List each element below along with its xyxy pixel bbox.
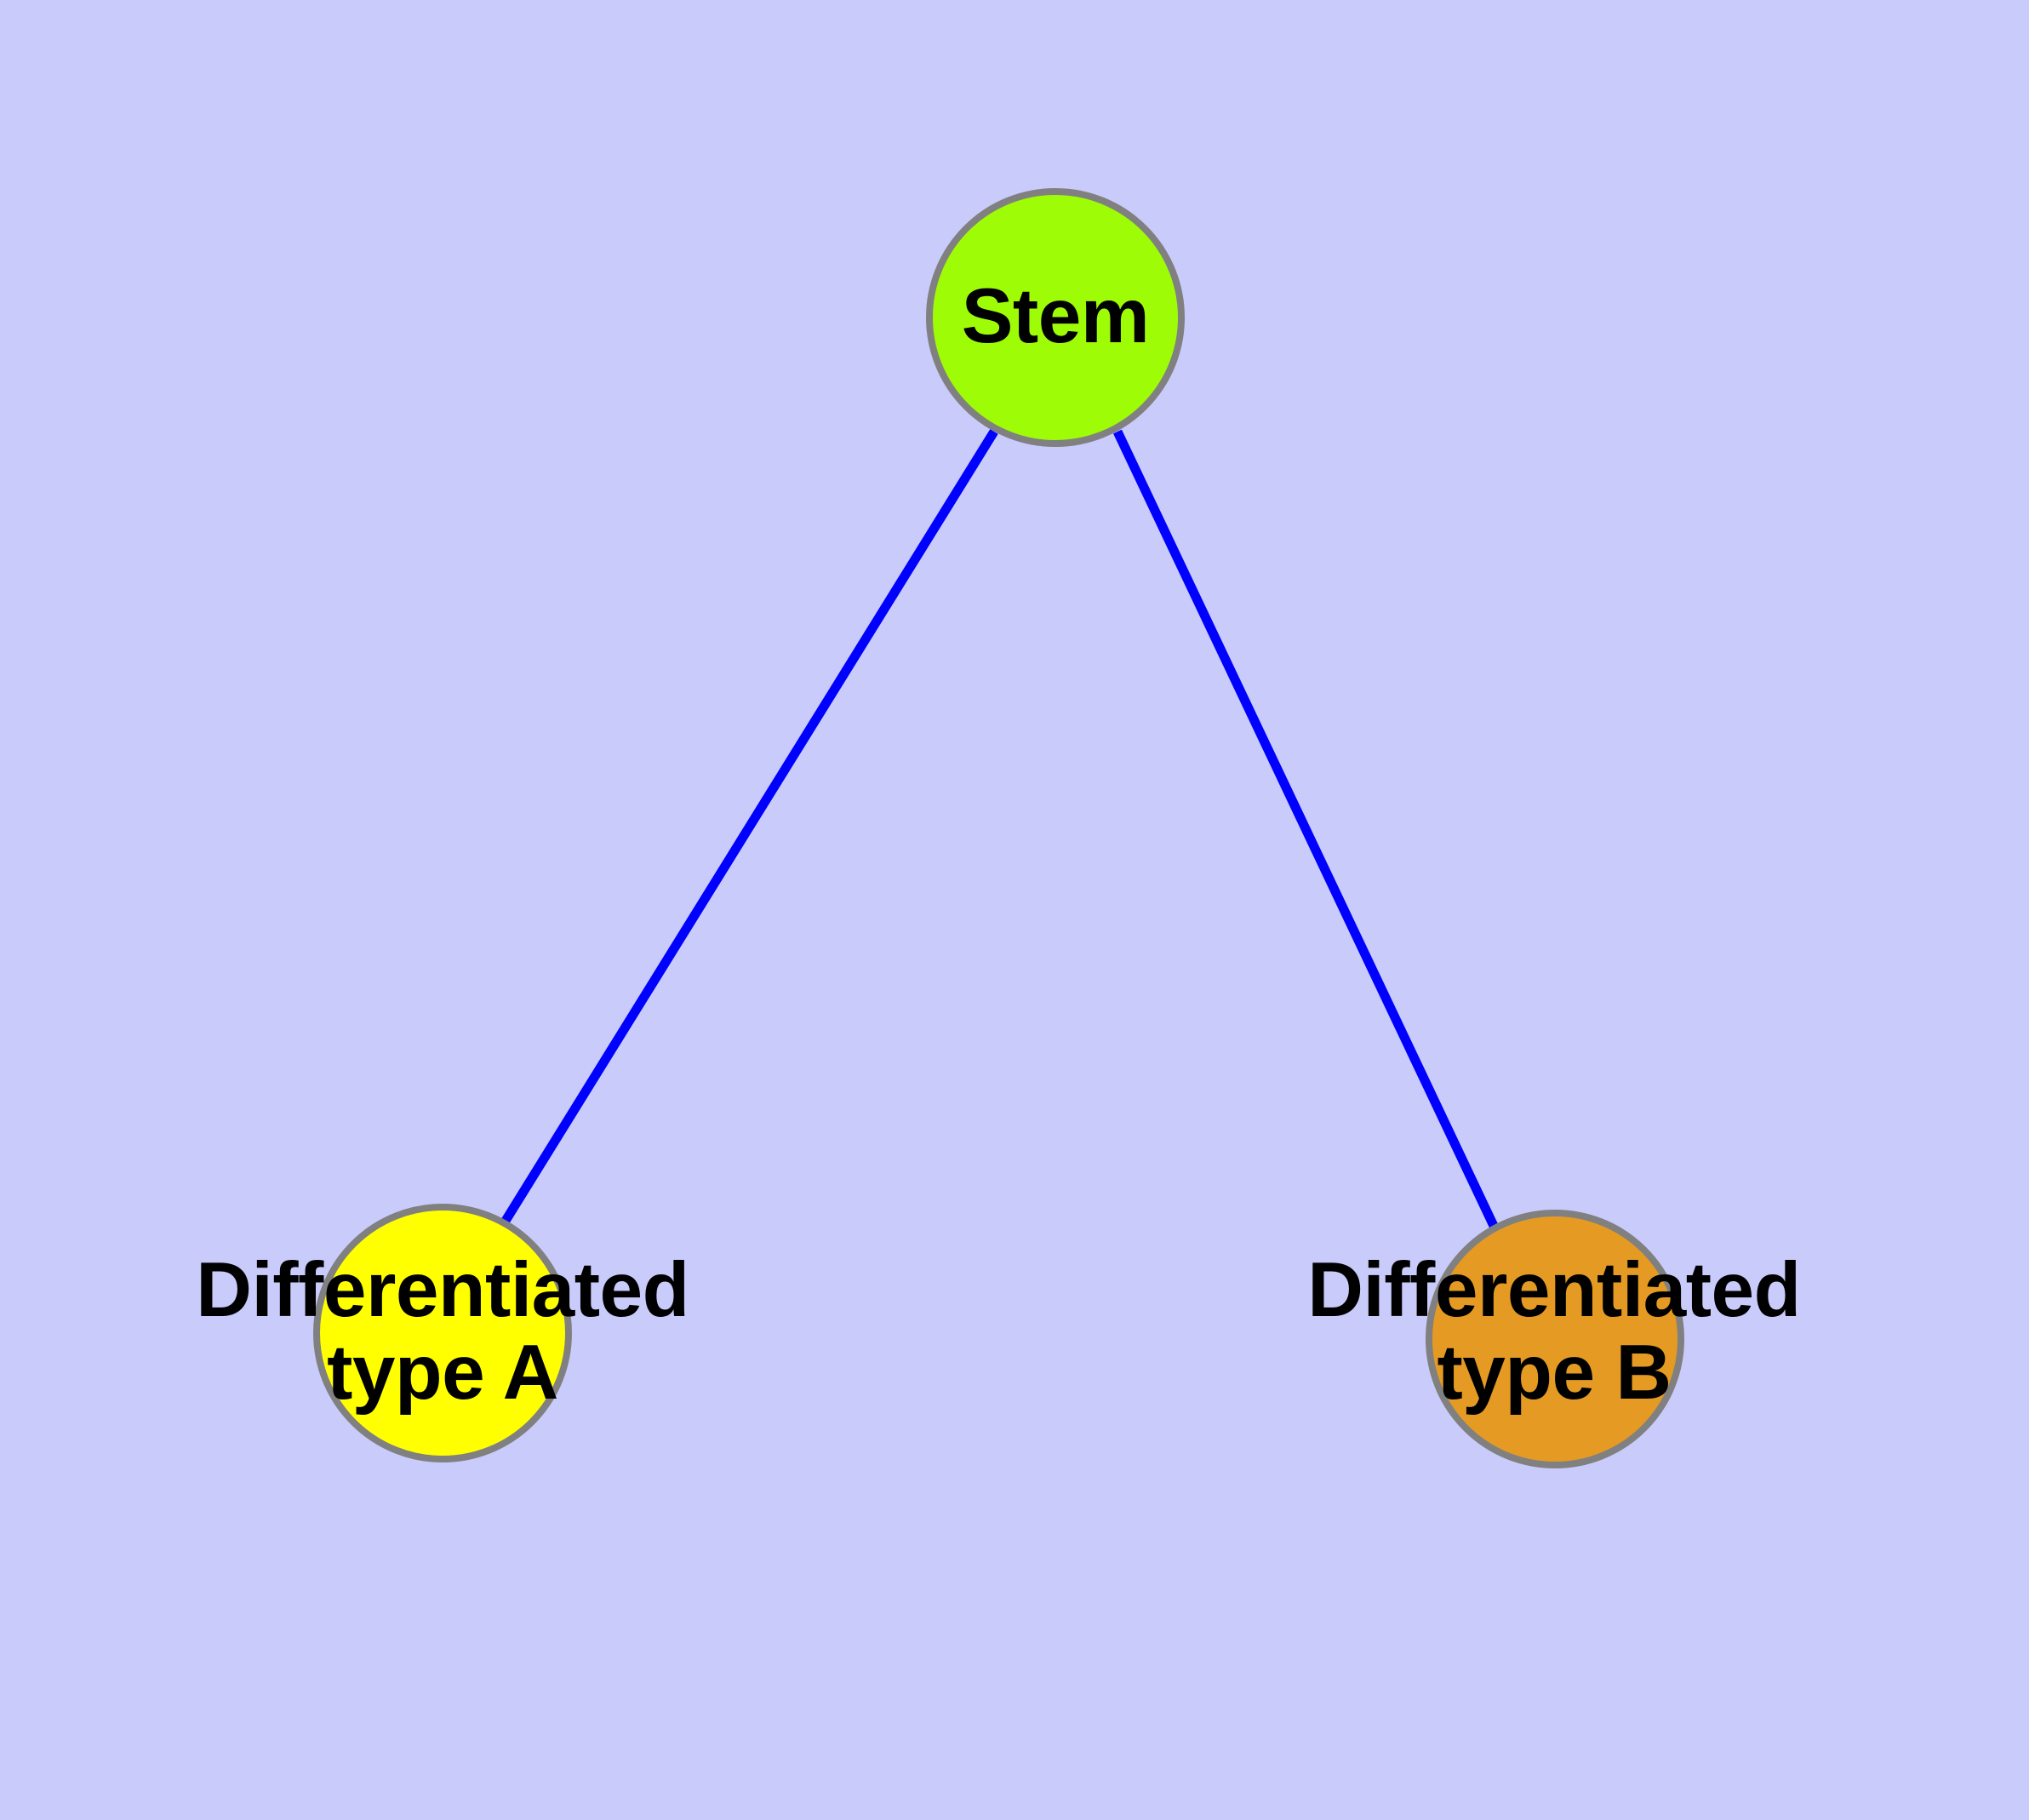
edge-stem-to-differentiated-type-a: [501, 429, 998, 1223]
node-stem[interactable]: [926, 188, 1185, 447]
node-differentiated-type-b[interactable]: [1426, 1210, 1684, 1468]
edge-stem-to-differentiated-type-b: [1113, 429, 1498, 1228]
node-differentiated-type-a[interactable]: [313, 1204, 572, 1462]
